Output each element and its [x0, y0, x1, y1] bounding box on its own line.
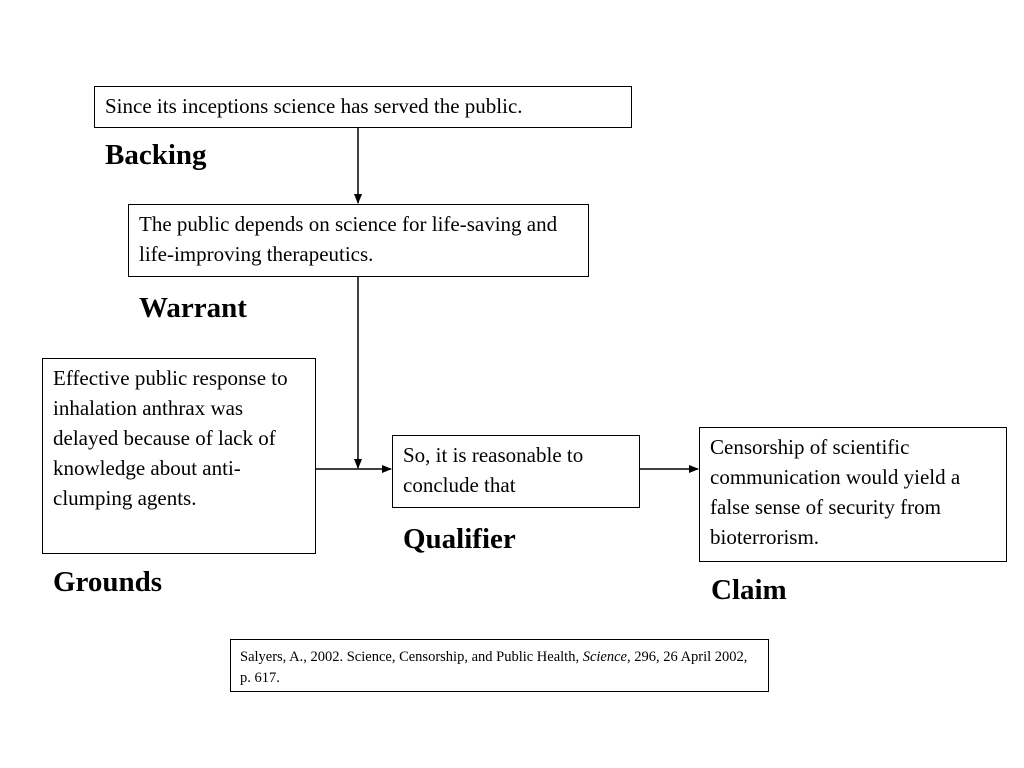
claim-text: Censorship of scientific communication w…: [710, 435, 961, 549]
backing-text: Since its inceptions science has served …: [105, 94, 523, 118]
warrant-label: Warrant: [139, 292, 247, 324]
grounds-text: Effective public response to inhalation …: [53, 366, 288, 510]
qualifier-label: Qualifier: [403, 523, 516, 555]
claim-box: Censorship of scientific communication w…: [699, 427, 1007, 562]
qualifier-box: So, it is reasonable to conclude that: [392, 435, 640, 508]
qualifier-text: So, it is reasonable to conclude that: [403, 443, 584, 497]
warrant-box: The public depends on science for life-s…: [128, 204, 589, 277]
warrant-text: The public depends on science for life-s…: [139, 212, 558, 266]
backing-box: Since its inceptions science has served …: [94, 86, 632, 128]
grounds-box: Effective public response to inhalation …: [42, 358, 316, 554]
citation-text-before: Salyers, A., 2002. Science, Censorship, …: [240, 649, 583, 665]
citation-text-after: , 296, 26 April 2002, p. 617.: [240, 649, 748, 686]
citation-box: Salyers, A., 2002. Science, Censorship, …: [230, 639, 769, 692]
backing-label: Backing: [105, 139, 207, 171]
claim-label: Claim: [711, 574, 787, 606]
grounds-label: Grounds: [53, 566, 163, 598]
citation-journal: Science: [582, 649, 627, 665]
